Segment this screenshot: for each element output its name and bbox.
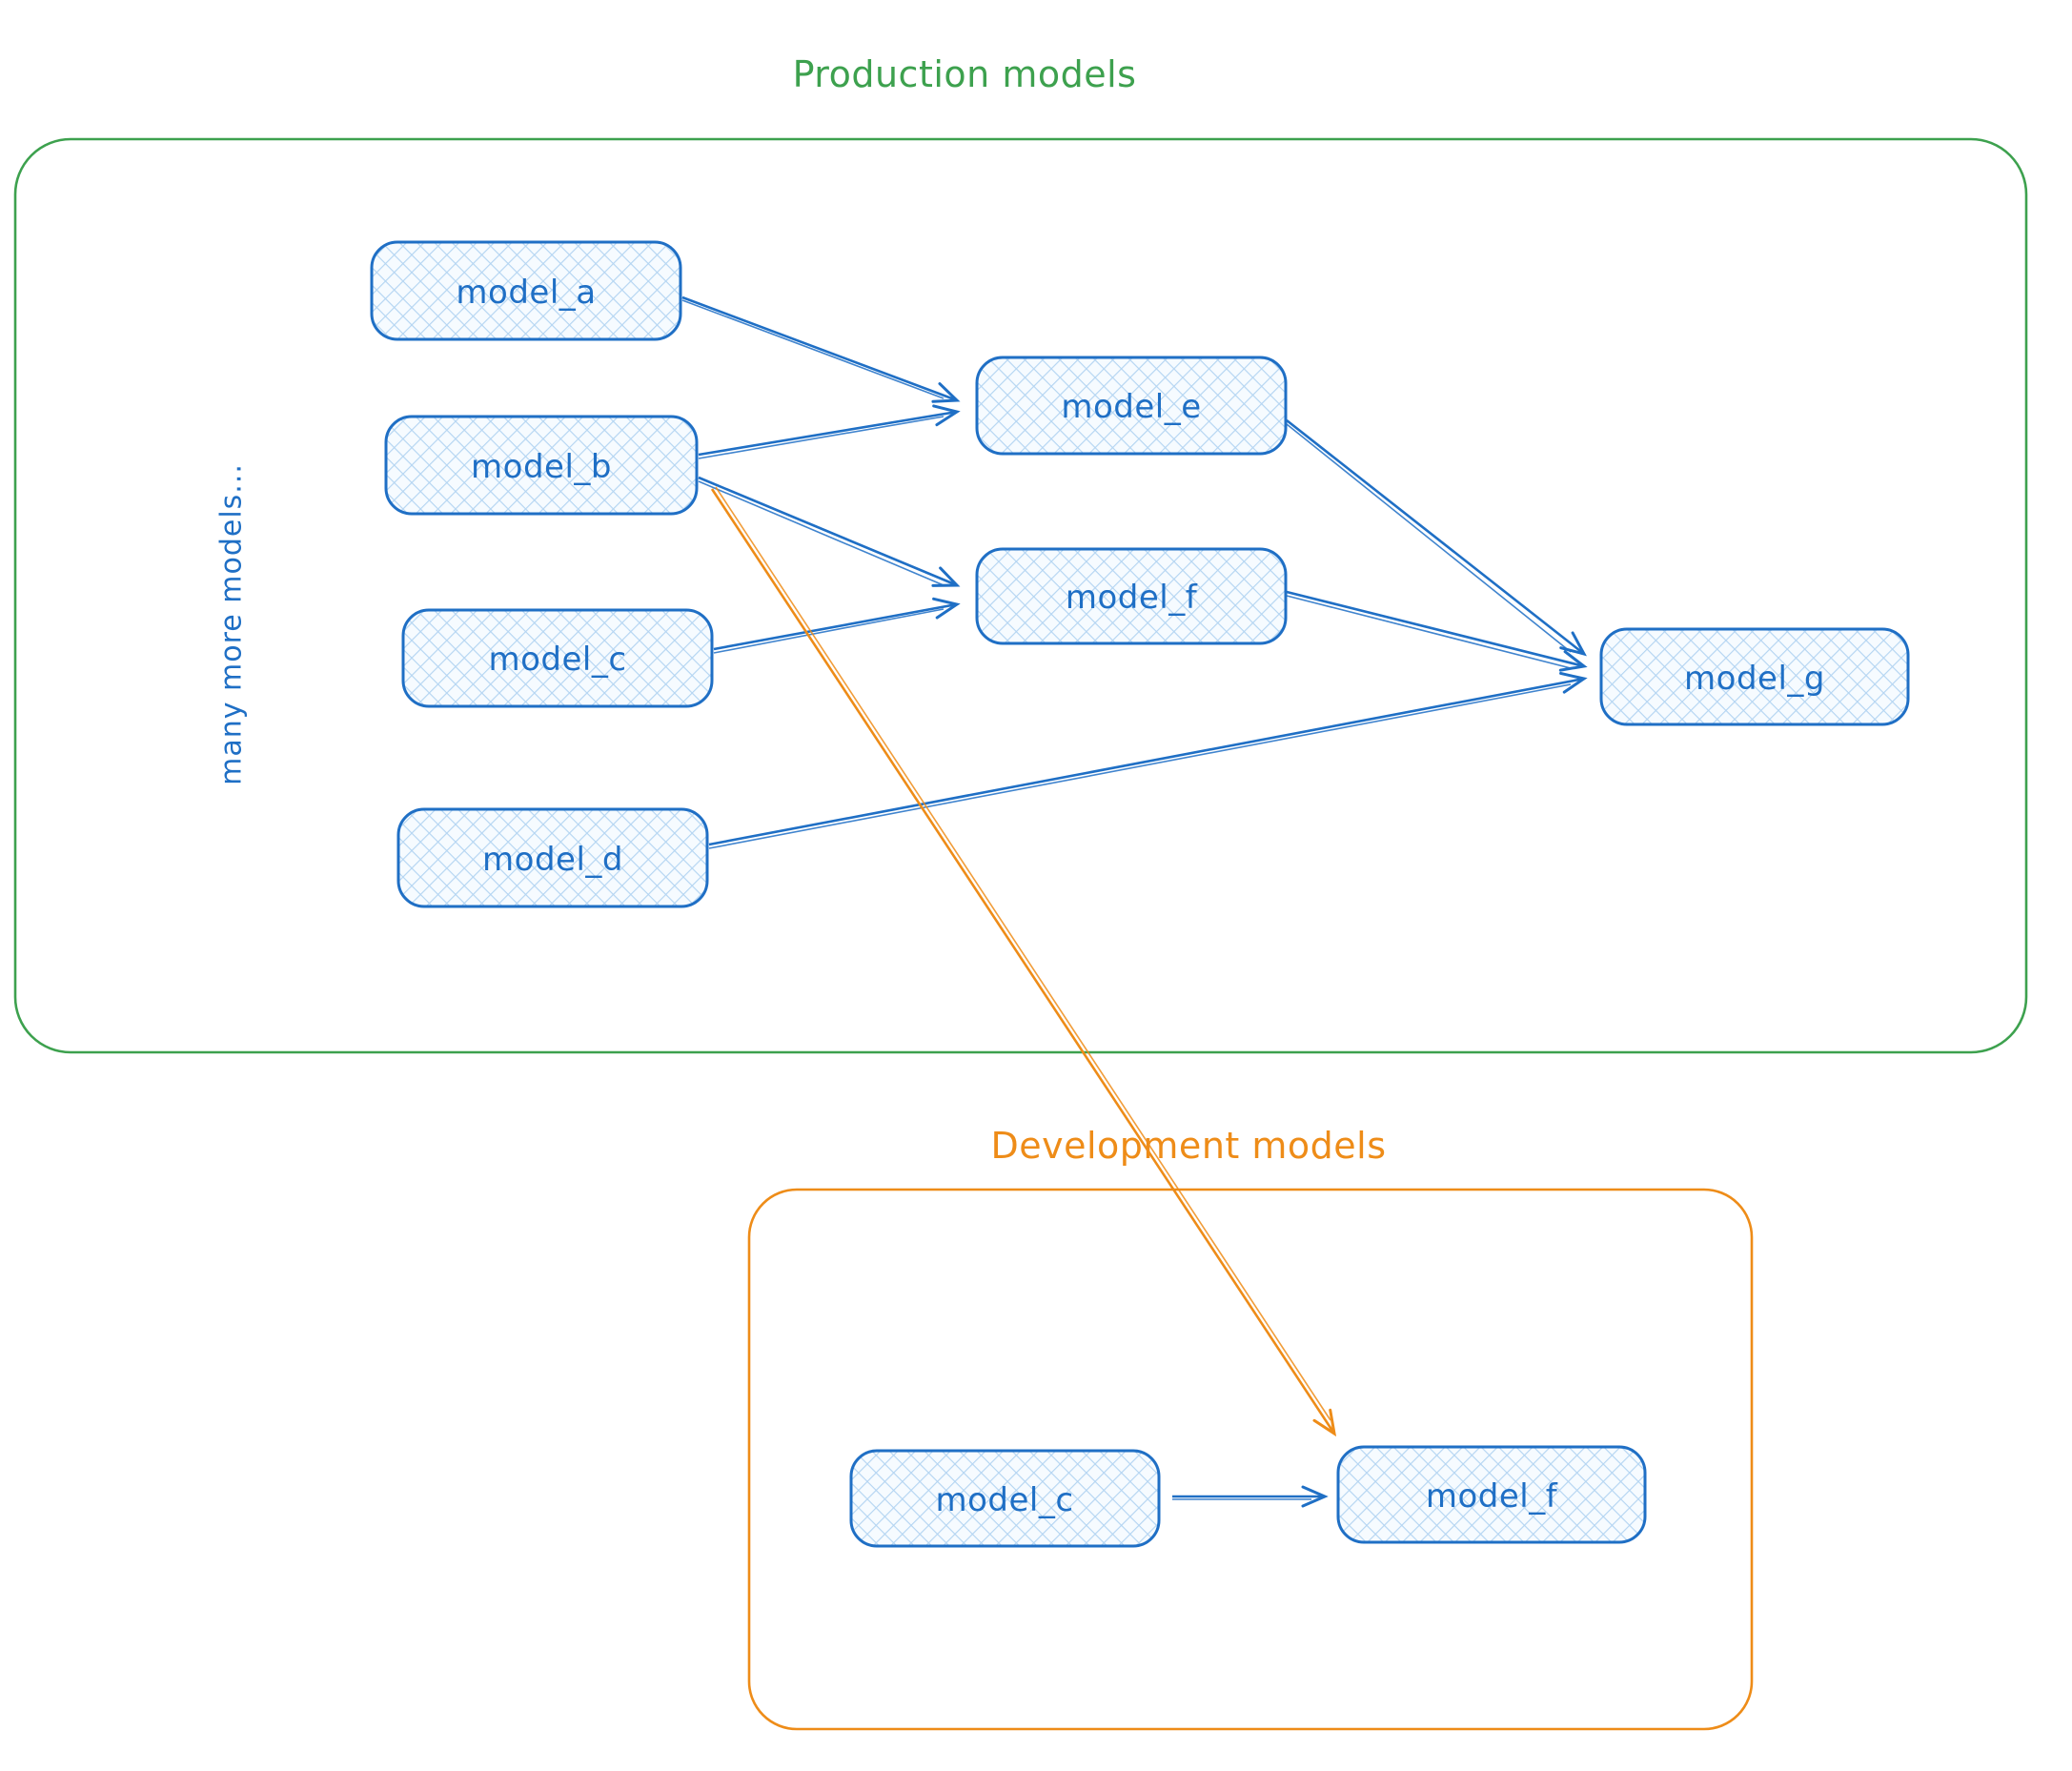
node-model-e[interactable]: model_e — [975, 356, 1288, 456]
edge-model-f-to-model-g[interactable] — [1286, 590, 1588, 672]
node-dev-model-c-label: model_c — [935, 1481, 1073, 1519]
node-model-d[interactable]: model_d — [396, 807, 709, 908]
node-model-c[interactable]: model_c — [401, 608, 714, 708]
production-title: Production models — [793, 53, 1137, 95]
node-dev-model-f[interactable]: model_f — [1336, 1445, 1647, 1544]
edge-model-c-to-model-f[interactable] — [713, 597, 961, 654]
node-model-g-label: model_g — [1684, 660, 1825, 698]
node-model-a-label: model_a — [456, 274, 596, 312]
edge-model-b-to-model-f[interactable] — [698, 476, 961, 587]
node-model-c-label: model_c — [488, 641, 626, 679]
node-model-g[interactable]: model_g — [1599, 627, 1910, 726]
node-dev-model-c[interactable]: model_c — [849, 1449, 1161, 1548]
production-container[interactable] — [13, 137, 2028, 1054]
edge-model-a-to-model-e[interactable] — [681, 295, 961, 403]
node-dev-model-f-label: model_f — [1426, 1477, 1558, 1516]
node-model-b-label: model_b — [471, 448, 612, 486]
edge-model-e-to-model-g[interactable] — [1286, 418, 1587, 657]
edge-model-b-to-model-e[interactable] — [698, 404, 961, 459]
edge-model-d-to-model-g[interactable] — [708, 671, 1588, 849]
node-model-a[interactable]: model_a — [370, 240, 682, 341]
node-model-d-label: model_d — [482, 841, 623, 879]
edge-model-b-to-dev-model-f[interactable] — [710, 486, 1337, 1437]
many-more-models-note: many more models... — [215, 463, 249, 785]
node-model-f-label: model_f — [1066, 579, 1198, 617]
node-model-f[interactable]: model_f — [975, 547, 1288, 645]
edge-dev-model-c-to-dev-model-f[interactable] — [1172, 1485, 1329, 1508]
node-model-b[interactable]: model_b — [384, 415, 699, 516]
development-title: Development models — [990, 1125, 1386, 1167]
development-container[interactable] — [747, 1188, 1754, 1731]
node-model-e-label: model_e — [1061, 388, 1201, 426]
